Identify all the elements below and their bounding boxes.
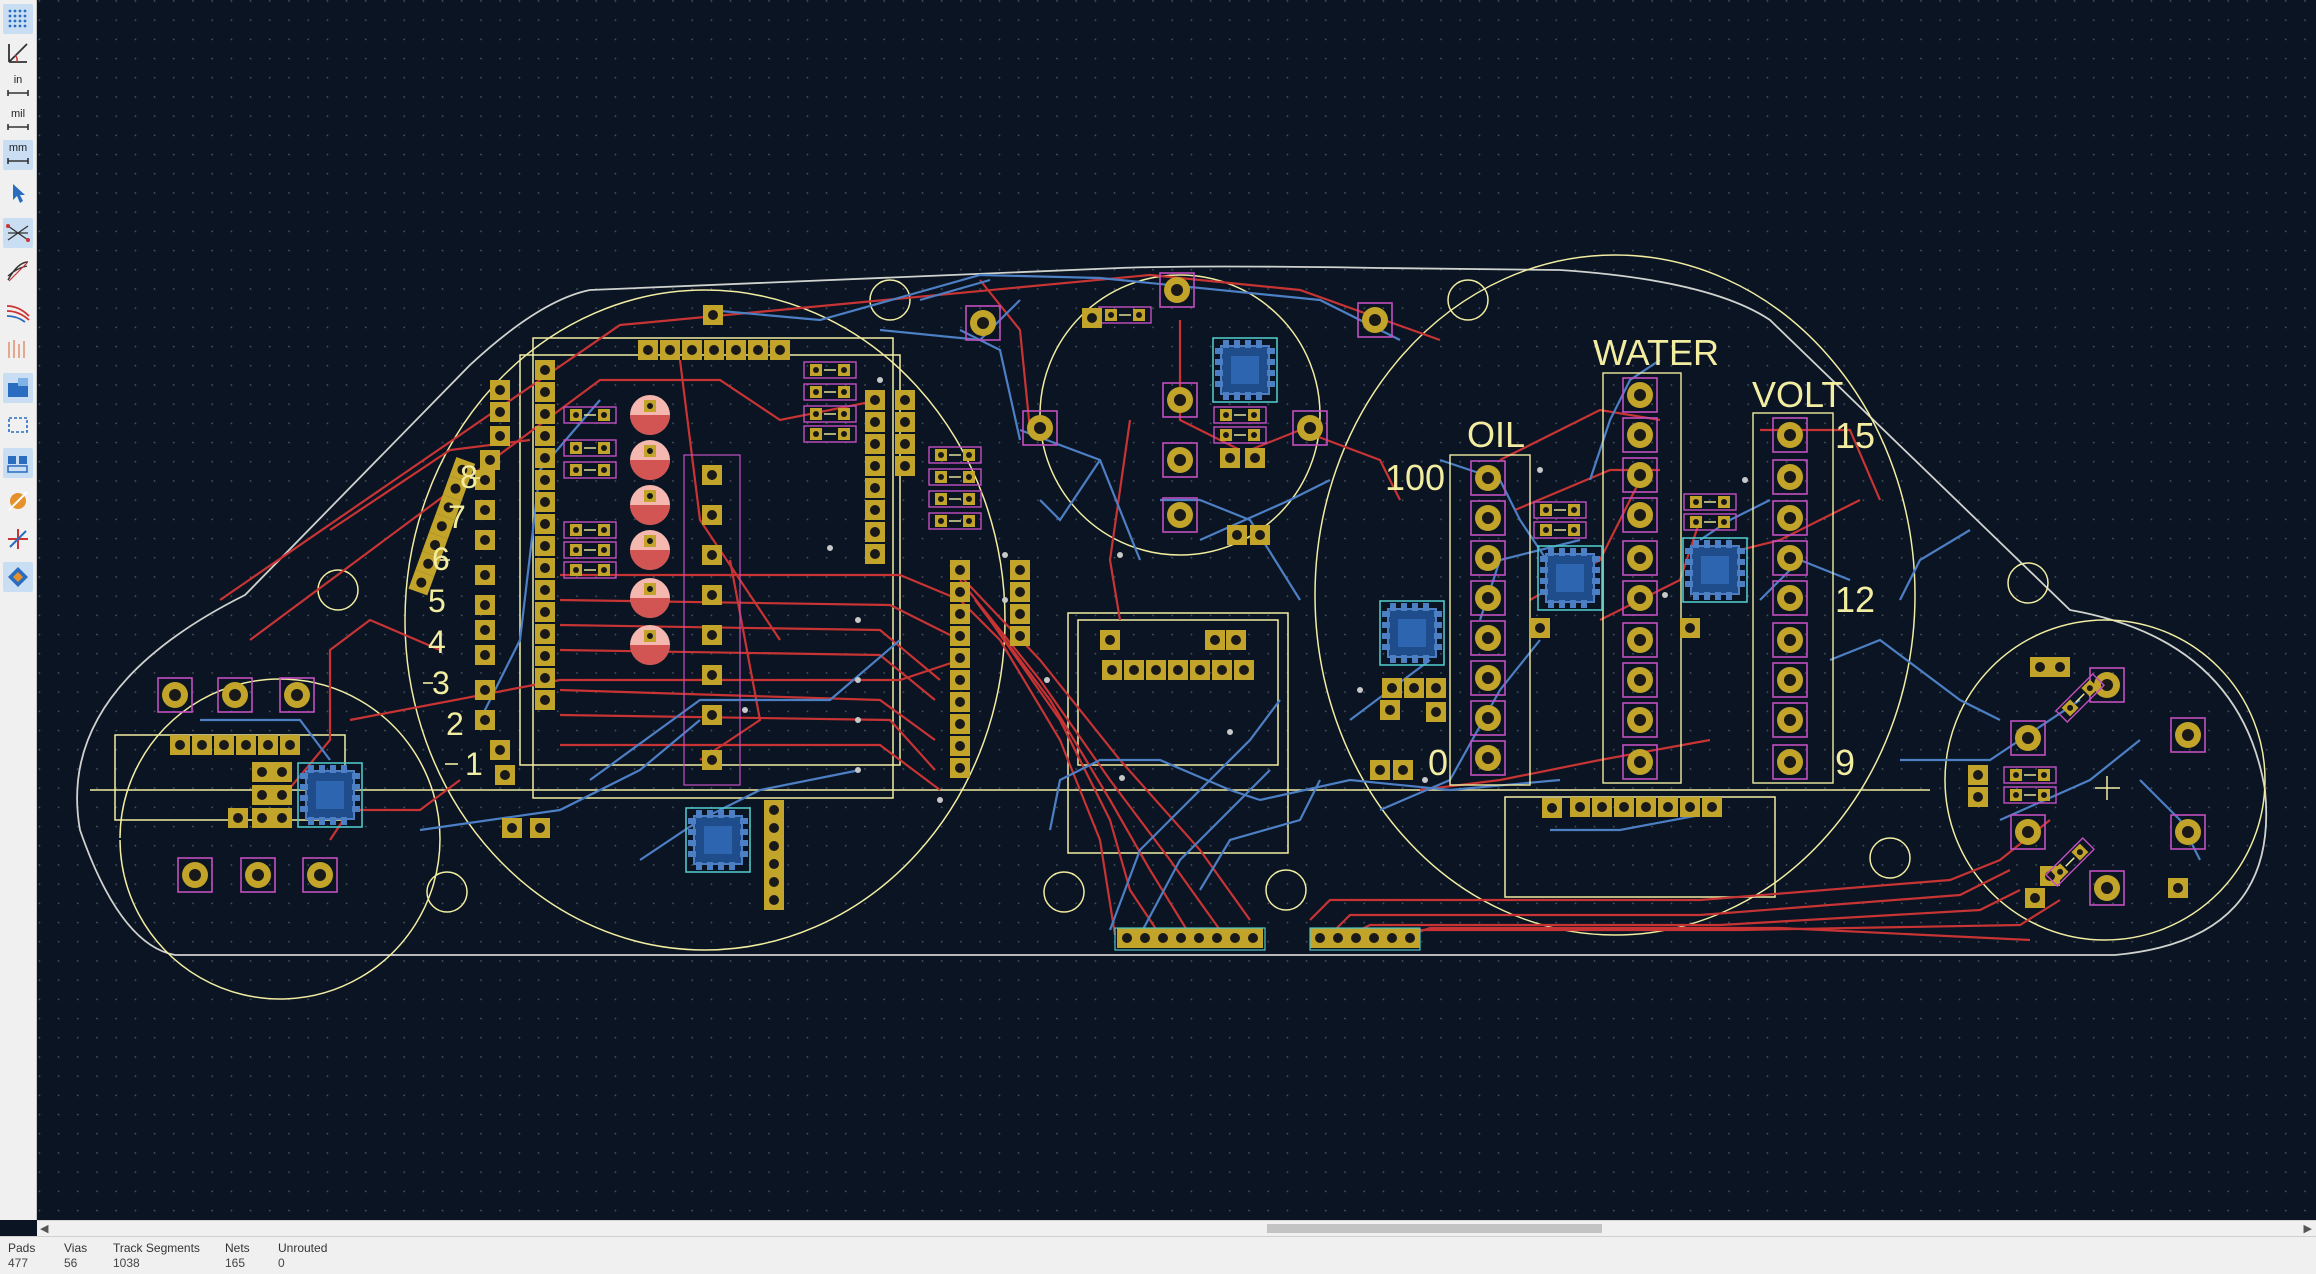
left-toolbar: in mil mm [0, 0, 37, 1220]
status-pads-label: Pads [8, 1241, 36, 1255]
ratsnest-icon [6, 224, 30, 242]
pad-icon [7, 456, 28, 473]
high-contrast-button[interactable] [3, 524, 33, 554]
units-mil-button[interactable]: mil [3, 106, 33, 136]
ruler-icon [7, 90, 29, 96]
zone-outline-icon [8, 417, 28, 433]
status-tracks: Track Segments 1038 [113, 1241, 200, 1271]
scroll-right-icon[interactable]: ▶ [2303, 1223, 2312, 1235]
units-mil-label: mil [10, 108, 26, 120]
label-volt: VOLT [1752, 374, 1843, 415]
status-bar: Pads 477 Vias 56 Track Segments 1038 Net… [0, 1236, 2316, 1274]
status-unrouted-value: 0 [278, 1256, 285, 1270]
status-pads: Pads 477 [8, 1241, 35, 1271]
units-inch-button[interactable]: in [3, 72, 33, 102]
track-icon [6, 305, 30, 323]
status-nets-value: 165 [225, 1256, 246, 1270]
status-nets: Nets 165 [225, 1241, 250, 1271]
rpm-label-7: 7 [448, 499, 466, 535]
layer-3d-button[interactable] [3, 562, 33, 592]
pcb-canvas[interactable]: WATER OIL VOLT 100 0 15 12 9 8 7 6 5 4 3… [37, 0, 2316, 1220]
rpm-label-3: 3 [432, 665, 450, 701]
volt-scale-mid: 12 [1835, 579, 1875, 620]
zone-outline-button[interactable] [3, 410, 33, 440]
highlight-net-button[interactable] [3, 486, 33, 516]
rpm-label-4: 4 [428, 624, 446, 660]
units-mm-label: mm [8, 142, 28, 154]
rpm-label-2: 2 [446, 706, 464, 742]
status-vias-label: Vias [64, 1241, 88, 1255]
ruler-icon [7, 124, 29, 130]
high-contrast-icon [8, 529, 28, 549]
status-vias-value: 56 [64, 1256, 78, 1270]
track-outline-button[interactable] [3, 296, 33, 326]
via-icon [8, 340, 25, 358]
status-vias: Vias 56 [64, 1241, 87, 1271]
status-unrouted: Unrouted 0 [278, 1241, 327, 1271]
oil-scale-bottom: 0 [1428, 742, 1448, 783]
rpm-label-5: 5 [428, 583, 446, 619]
highlight-net-icon [8, 491, 28, 511]
status-tracks-label: Track Segments [113, 1241, 200, 1255]
oil-scale-top: 100 [1385, 457, 1445, 498]
zone-fill-icon [8, 378, 28, 397]
pcb-drawing: WATER OIL VOLT 100 0 15 12 9 8 7 6 5 4 3… [37, 0, 2316, 1220]
via-outline-button[interactable] [3, 334, 33, 364]
cursor-shape-button[interactable] [3, 178, 33, 208]
cursor-icon [13, 184, 25, 203]
units-mm-button[interactable]: mm [3, 140, 33, 170]
polar-coords-icon [8, 43, 28, 63]
layers-icon [8, 567, 28, 587]
label-oil: OIL [1467, 414, 1525, 455]
volt-scale-top: 15 [1835, 415, 1875, 456]
curved-ratsnest-icon [7, 261, 29, 282]
scroll-left-icon[interactable]: ◀ [40, 1223, 49, 1235]
status-nets-label: Nets [225, 1241, 250, 1255]
zone-fill-button[interactable] [3, 373, 33, 403]
horizontal-scrollbar[interactable]: ◀ ▶ [37, 1220, 2316, 1236]
pad-outline-button[interactable] [3, 448, 33, 478]
units-inch-label: in [13, 74, 23, 86]
label-water: WATER [1593, 332, 1719, 373]
grid-icon [8, 9, 27, 28]
status-unrouted-label: Unrouted [278, 1241, 328, 1255]
rpm-label-1: 1 [465, 746, 483, 782]
status-pads-value: 477 [8, 1256, 29, 1270]
ratsnest-button[interactable] [3, 218, 33, 248]
polar-coords-button[interactable] [3, 38, 33, 68]
status-tracks-value: 1038 [113, 1256, 140, 1270]
grid-toggle-button[interactable] [3, 4, 33, 34]
volt-scale-bottom: 9 [1835, 742, 1855, 783]
rpm-label-8: 8 [460, 459, 478, 495]
ruler-icon [7, 158, 29, 164]
curved-ratsnest-button[interactable] [3, 256, 33, 286]
rpm-label-6: 6 [432, 541, 450, 577]
scrollbar-thumb[interactable] [1267, 1224, 1602, 1233]
